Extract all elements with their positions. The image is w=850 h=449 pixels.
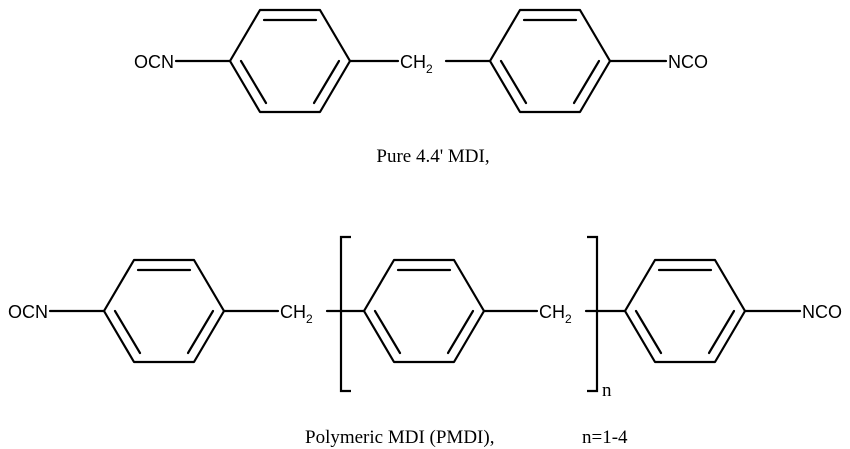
pure-mdi-caption: Pure 4.4' MDI,: [376, 146, 489, 167]
repeat-range-label: n=1-4: [582, 427, 628, 448]
benzene-ring-c: [623, 258, 747, 364]
ocn-group-label-2: OCN: [8, 302, 48, 322]
left-bracket: [339, 235, 351, 393]
repeat-unit-n-label: n: [602, 380, 612, 401]
right-bracket: [587, 235, 599, 393]
ch2-bridge-label: CH2: [400, 52, 433, 76]
polymeric-mdi-structure: OCN CH2 CH2: [8, 235, 842, 401]
benzene-ring-right: [488, 8, 612, 114]
nco-group-label: NCO: [668, 52, 708, 72]
polymeric-mdi-caption: Polymeric MDI (PMDI),: [305, 427, 494, 448]
ch2-bridge-label-1: CH2: [280, 302, 313, 326]
benzene-ring-b: [362, 258, 486, 364]
ocn-group-label: OCN: [134, 52, 174, 72]
benzene-ring-a: [102, 258, 226, 364]
nco-group-label-2: NCO: [802, 302, 842, 322]
ch2-bridge-label-2: CH2: [539, 302, 572, 326]
benzene-ring-left: [228, 8, 352, 114]
pure-mdi-structure: OCN CH2 NCO: [134, 8, 708, 114]
